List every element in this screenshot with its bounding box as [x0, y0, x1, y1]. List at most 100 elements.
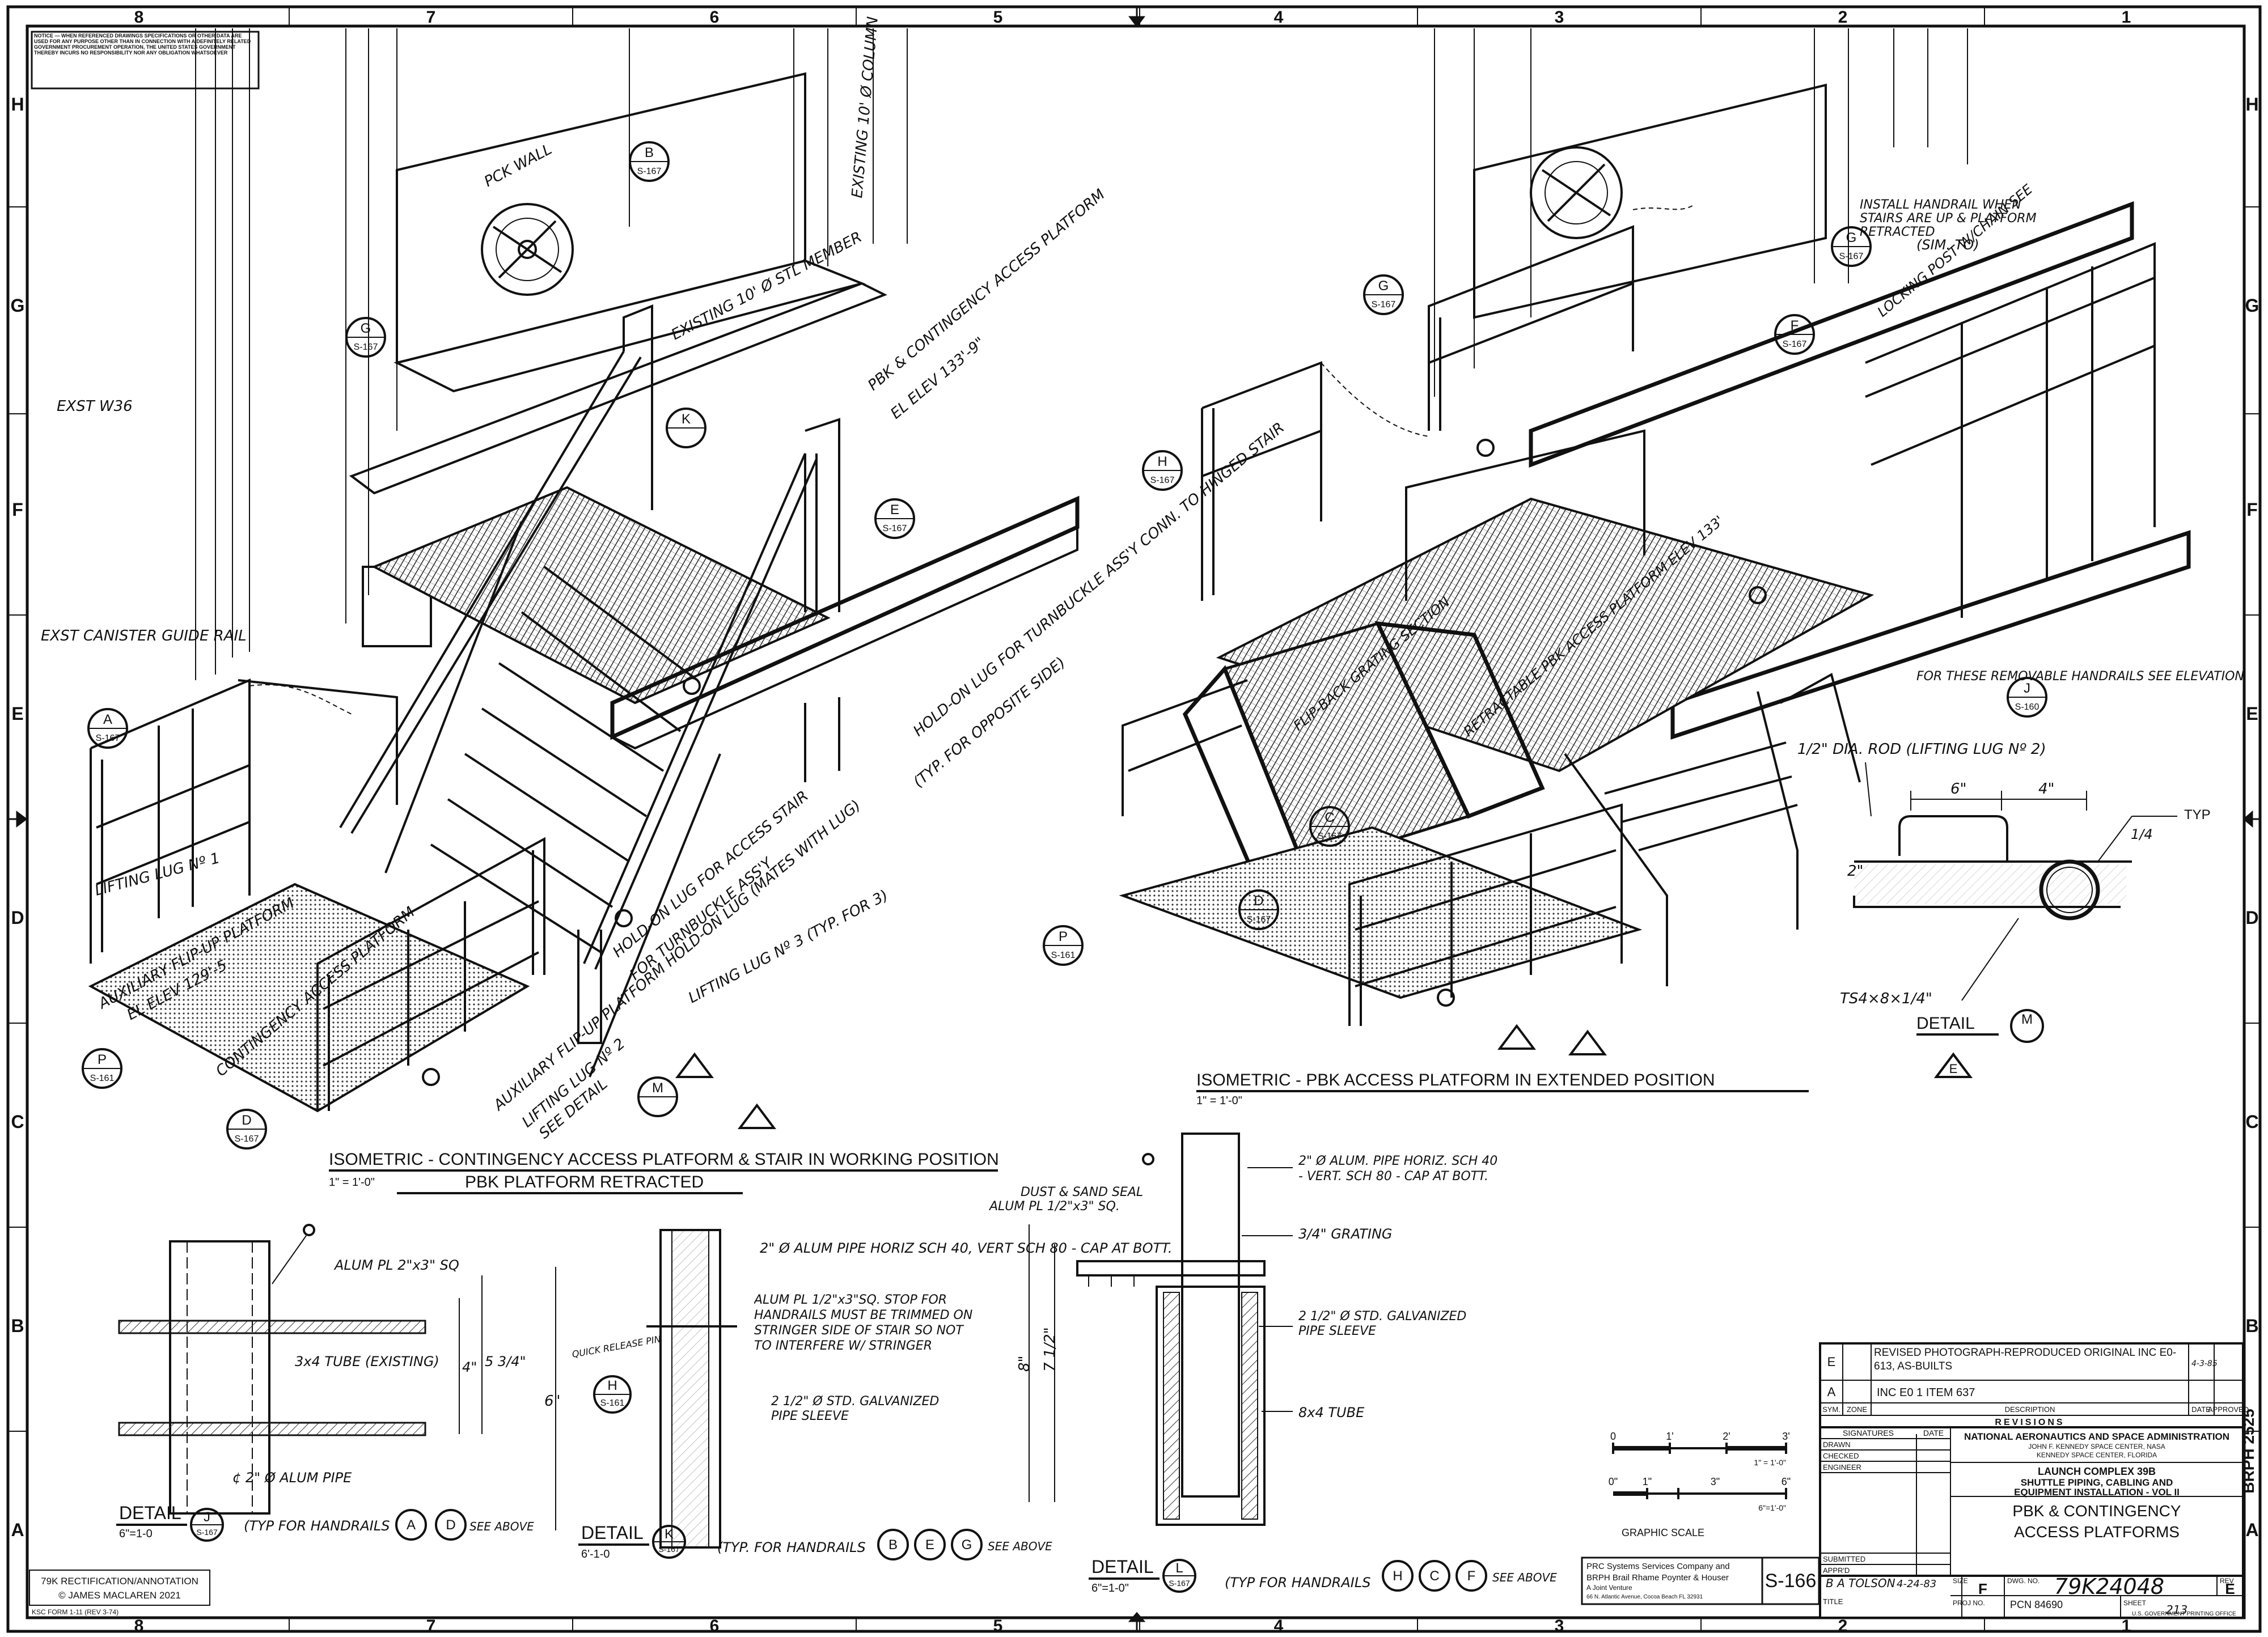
row-label-a-left: A — [11, 1520, 24, 1540]
size-label: SIZE — [1953, 1577, 1968, 1585]
role-apprd: APPR'D — [1823, 1566, 1850, 1575]
left-view-title: ISOMETRIC - CONTINGENCY ACCESS PLATFORM … — [329, 1150, 999, 1169]
contingency-platform — [88, 883, 530, 1113]
detail-j-note2: 3x4 TUBE (EXISTING) — [295, 1354, 439, 1369]
detail-l: 8" 7 1/2" DUST & SAND SEAL ALUM PL 1/2"x… — [988, 1133, 1557, 1594]
detail-l-letter: L — [1175, 1560, 1183, 1576]
row-label-e-right: E — [2246, 703, 2258, 724]
center-mark-right — [2242, 810, 2260, 828]
callout-g-letter: G — [361, 321, 371, 336]
right-view-title: ISOMETRIC - PBK ACCESS PLATFORM IN EXTEN… — [1196, 1071, 1715, 1089]
scale2-3: 6" — [1782, 1476, 1791, 1487]
col-label-4-top: 4 — [1274, 8, 1284, 27]
col-label-7-top: 7 — [426, 8, 436, 27]
col-label-8-top: 8 — [134, 8, 144, 27]
sheet-code-box: S-166 — [1761, 1557, 1820, 1605]
row-label-c-right: C — [2245, 1112, 2258, 1132]
rev-header-desc: DESCRIPTION — [2005, 1405, 2055, 1414]
detail-k-dim: 6" — [544, 1393, 561, 1410]
role-submitted: SUBMITTED — [1823, 1555, 1865, 1563]
col-label-3-bottom: 3 — [1555, 1617, 1564, 1635]
detail-l-ref-c: C — [1429, 1568, 1439, 1584]
callout-j-sheet: S-160 — [2015, 702, 2039, 712]
annot-sim-to: (SIM. TO) — [1916, 237, 1979, 253]
row-label-g-right: G — [2245, 295, 2259, 316]
annot-aux-hold-on-lug: AUXILIARY FLIP-UP PLATFORM HOLD-ON LUG (… — [490, 797, 864, 1115]
zone-ticks — [8, 7, 2260, 1631]
callout-c-letter: C — [1325, 810, 1334, 825]
detail-j-note3: ¢ 2" Ø ALUM PIPE — [232, 1470, 352, 1486]
sig-header: SIGNATURES — [1843, 1428, 1894, 1437]
center1: JOHN F. KENNEDY SPACE CENTER, NASA — [2028, 1443, 2165, 1451]
credits-line2: © JAMES MACLAREN 2021 — [58, 1590, 181, 1601]
contractor-block: PRC Systems Services Company and BRPH Br… — [1581, 1557, 1763, 1605]
dwg-title1: PBK & CONTINGENCY — [2012, 1502, 2181, 1520]
detail-k-note3: 2 1/2" Ø STD. GALVANIZED PIPE SLEEVE — [771, 1394, 940, 1423]
callout-bubbles: BS-167 GS-167 K ES-167 AS-167 PS-161 DS-… — [82, 141, 2047, 1150]
role-engineer: ENGINEER — [1823, 1463, 1861, 1471]
detail-j-ref-d: D — [446, 1517, 455, 1533]
row-label-b-right: B — [2245, 1316, 2258, 1336]
rev-header-approved: APPROVED — [2208, 1405, 2249, 1414]
col-label-8-bottom: 8 — [134, 1617, 144, 1635]
center-mark-top — [1128, 8, 1145, 28]
rev-desc-a: INC E0 1 ITEM 637 — [1877, 1386, 1975, 1399]
rev-header-zone: ZONE — [1847, 1405, 1867, 1414]
scale2-2: 3" — [1711, 1476, 1720, 1487]
col-label-2-bottom: 2 — [1838, 1617, 1848, 1635]
detail-k-see: SEE ABOVE — [988, 1540, 1052, 1553]
detail-k-callout-sheet: S-161 — [600, 1398, 625, 1408]
callout-p-sheet: S-161 — [90, 1074, 115, 1083]
callout-g2-sheet: S-167 — [1372, 300, 1396, 309]
callout-a-sheet: S-167 — [96, 733, 120, 743]
role-checked: CHECKED — [1823, 1452, 1859, 1460]
size-value: F — [1978, 1580, 1987, 1597]
left-view-subtitle: PBK PLATFORM RETRACTED — [465, 1173, 704, 1191]
detail-l-title: DETAIL — [1091, 1557, 1154, 1577]
detail-l-dim1: 8" — [1016, 1355, 1033, 1372]
project3: EQUIPMENT INSTALLATION - VOL II — [2014, 1487, 2180, 1498]
contractor-line3: A Joint Venture — [1586, 1584, 1632, 1592]
right-isometric-view — [1119, 28, 2191, 1026]
col-label-1-bottom: 1 — [2122, 1617, 2131, 1635]
graphic-scale-label: GRAPHIC SCALE — [1622, 1527, 1704, 1538]
annot-removable-handrails: FOR THESE REMOVABLE HANDRAILS SEE ELEVAT… — [1916, 669, 2244, 684]
col-label-2-top: 2 — [1838, 8, 1848, 27]
annot-existing-member: EXISTING 10' Ø STL MEMBER — [668, 228, 865, 343]
scale2-ratio: 6"=1'-0" — [1758, 1503, 1786, 1512]
callout-p-letter: P — [98, 1052, 107, 1067]
detail-m-weld: 1/4 — [2131, 826, 2153, 842]
col-label-1-top: 1 — [2122, 8, 2131, 27]
row-label-h-right: H — [2245, 94, 2258, 114]
detail-m-dim-h: 2" — [1847, 863, 1864, 880]
role-drawn: DRAWN — [1823, 1440, 1851, 1449]
rev-desc-e: REVISED PHOTOGRAPH-REPRODUCED ORIGINAL I… — [1874, 1347, 2177, 1372]
col-label-7-bottom: 7 — [426, 1617, 436, 1635]
center2: KENNEDY SPACE CENTER, FLORIDA — [2037, 1451, 2157, 1459]
form-number: KSC FORM 1-11 (REV 3-74) — [32, 1608, 119, 1616]
callout-d-sheet: S-167 — [235, 1134, 259, 1144]
callout-g-sheet: S-167 — [354, 342, 378, 352]
detail-l-dim2: 7 1/2" — [1042, 1327, 1059, 1372]
detail-m-tube: TS4×8×1/4" — [1840, 990, 1932, 1007]
rev-title: REVISIONS — [1995, 1418, 2064, 1427]
callout-p2-sheet: S-161 — [1051, 951, 1076, 960]
col-label-4-bottom: 4 — [1274, 1617, 1284, 1635]
detail-k-ref-e: E — [925, 1537, 934, 1553]
annot-install-handrail: INSTALL HANDRAIL WHEN STAIRS ARE UP & PL… — [1860, 198, 2037, 239]
left-isometric-view — [88, 28, 1080, 1113]
rev-header-date: DATE — [2191, 1405, 2211, 1414]
callout-d2-letter: D — [1254, 893, 1263, 909]
contractor-line4: 66 N. Atlantic Avenue, Cocoa Beach FL 32… — [1586, 1594, 1703, 1600]
row-label-a-right: A — [2245, 1520, 2258, 1540]
detail-m-dim-a: 6" — [1950, 781, 1967, 798]
center-mark-left — [8, 811, 28, 828]
detail-m-letter: M — [2021, 1012, 2033, 1027]
detail-l-scale: 6"=1-0" — [1091, 1582, 1129, 1594]
callout-f-letter: F — [1791, 318, 1799, 333]
scale1-3: 3' — [1782, 1431, 1789, 1442]
center-mark-bottom — [1128, 1611, 1146, 1630]
sheet-code: S-166 — [1765, 1570, 1817, 1592]
callout-b-letter: B — [645, 145, 654, 160]
detail-k-title: DETAIL — [581, 1523, 644, 1543]
